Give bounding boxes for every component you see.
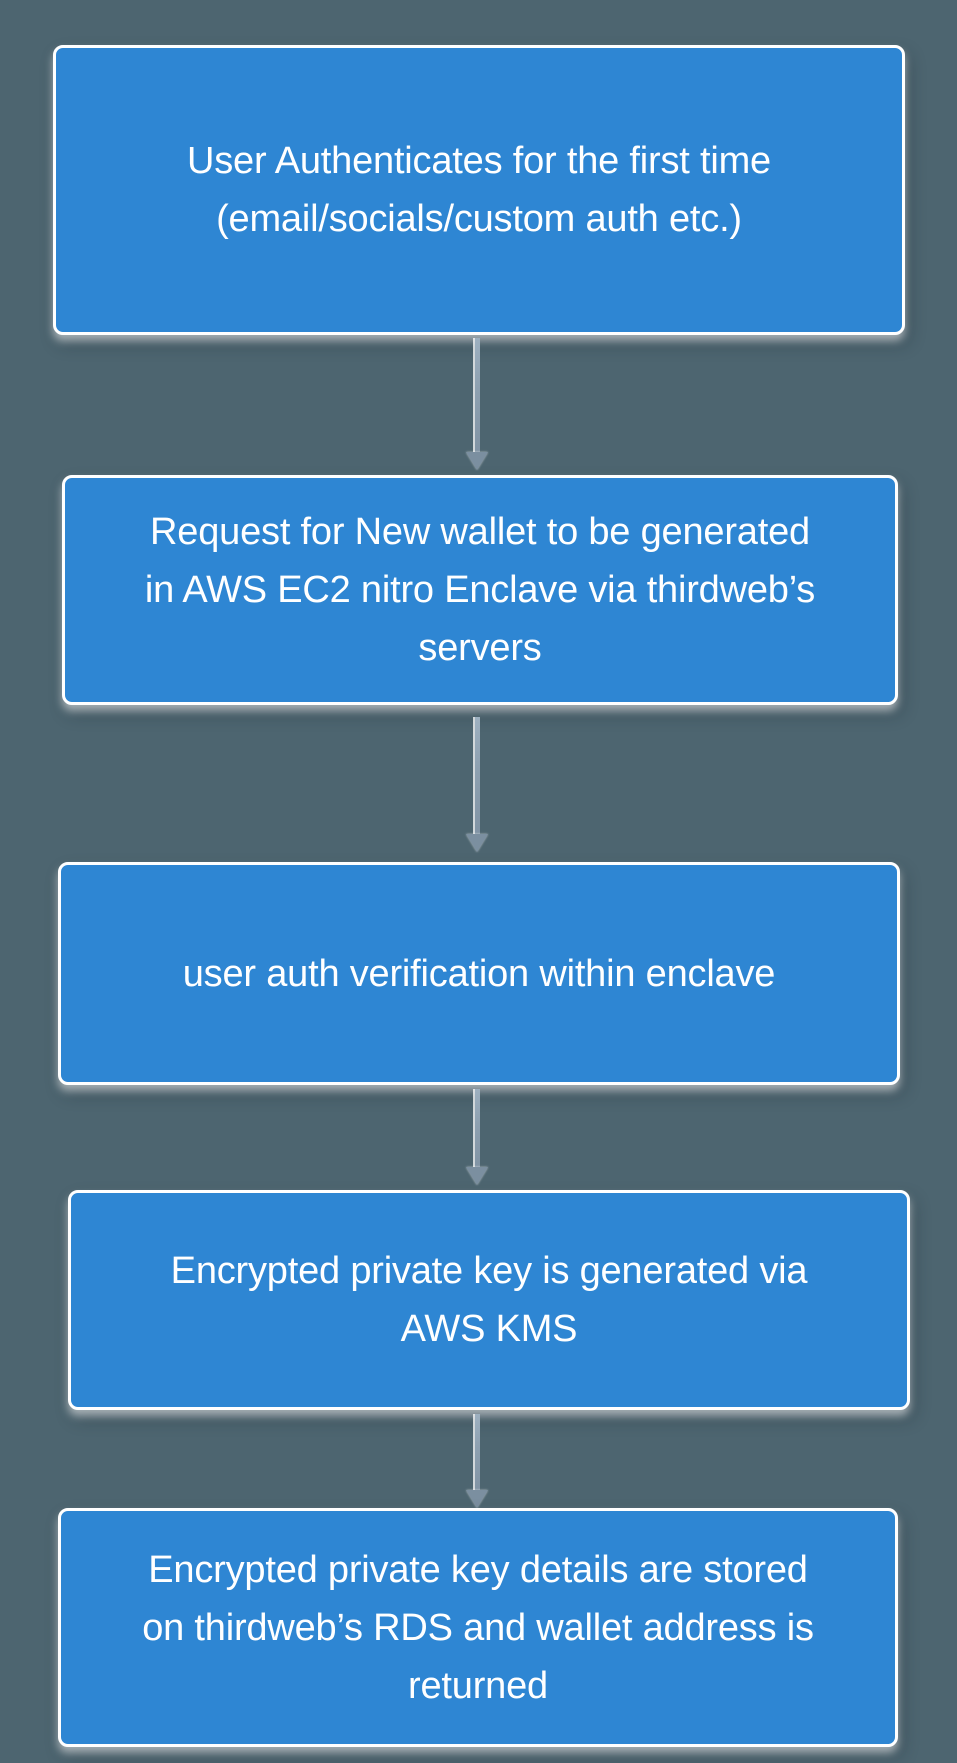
- flow-step-verify-auth: user auth verification within enclave: [58, 862, 900, 1085]
- flow-step-label-line: AWS KMS: [400, 1308, 578, 1350]
- flow-step-label-line: returned: [408, 1664, 548, 1707]
- flow-step-label-line: (email/socials/custom auth etc.): [216, 198, 742, 240]
- arrow-down-connector-1: [466, 338, 488, 470]
- arrow-head-icon: [466, 1490, 488, 1508]
- flow-step-label-line: in AWS EC2 nitro Enclave via thirdweb’s: [144, 569, 816, 611]
- arrow-head-icon: [466, 452, 488, 470]
- arrow-down-connector-3: [466, 1089, 488, 1185]
- arrow-line: [474, 717, 480, 834]
- arrow-head-icon: [466, 834, 488, 852]
- flow-step-label-line: on thirdweb’s RDS and wallet address is: [142, 1606, 814, 1649]
- flow-step-label-line: Encrypted private key is generated via: [170, 1250, 808, 1292]
- arrow-down-connector-4: [466, 1414, 488, 1508]
- arrow-down-connector-2: [466, 717, 488, 852]
- flow-step-label-line: Request for New wallet to be generated: [150, 511, 810, 553]
- arrow-line: [474, 1414, 480, 1490]
- arrow-head-icon: [466, 1167, 488, 1185]
- arrow-line: [474, 1089, 480, 1167]
- flow-step-label-line: servers: [418, 627, 542, 669]
- flow-step-label-line: Encrypted private key details are stored: [148, 1548, 808, 1591]
- arrow-line: [474, 338, 480, 452]
- flow-step-generate-key: Encrypted private key is generated via A…: [68, 1190, 910, 1410]
- flow-step-request-wallet: Request for New wallet to be generated i…: [62, 475, 898, 705]
- flow-step-label-line: user auth verification within enclave: [182, 952, 776, 995]
- flow-step-authenticate: User Authenticates for the first time (e…: [53, 45, 905, 335]
- flow-step-label-line: User Authenticates for the first time: [187, 140, 771, 182]
- flow-step-store-key: Encrypted private key details are stored…: [58, 1508, 898, 1747]
